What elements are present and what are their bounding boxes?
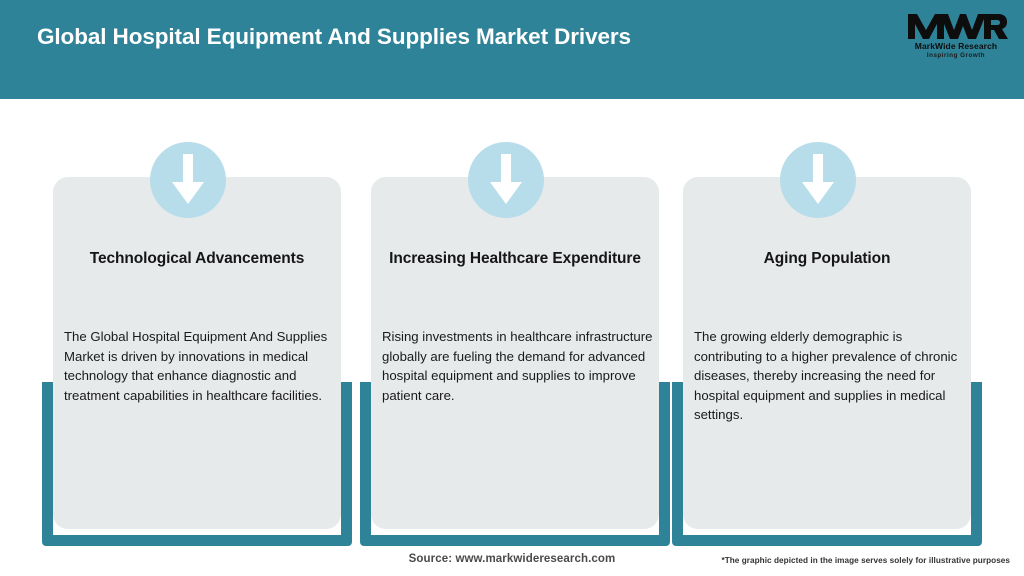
logo-tagline: Inspiring Growth xyxy=(926,52,986,59)
brand-logo: MarkWide Research Inspiring Growth xyxy=(904,8,1008,66)
card-heading: Increasing Healthcare Expenditure xyxy=(389,250,641,267)
card-panel xyxy=(53,177,341,529)
down-arrow-icon xyxy=(172,154,204,204)
down-arrow-icon xyxy=(802,154,834,204)
card-heading: Technological Advancements xyxy=(89,250,305,267)
card-icon-badge xyxy=(780,142,856,218)
card-panel xyxy=(683,177,971,529)
driver-card[interactable]: Technological Advancements The Global Ho… xyxy=(42,99,352,546)
driver-card[interactable]: Increasing Healthcare Expenditure Rising… xyxy=(360,99,670,546)
card-body-text: The growing elderly demographic is contr… xyxy=(694,329,958,423)
card-heading: Aging Population xyxy=(763,250,891,267)
disclaimer-note: *The graphic depicted in the image serve… xyxy=(721,556,1010,565)
card-icon-badge xyxy=(468,142,544,218)
drivers-card-group: Technological Advancements The Global Ho… xyxy=(0,99,1024,546)
down-arrow-icon xyxy=(490,154,522,204)
driver-card[interactable]: Aging Population The growing elderly dem… xyxy=(672,99,982,546)
card-body-text: The Global Hospital Equipment And Suppli… xyxy=(64,329,328,403)
header-bar: Global Hospital Equipment And Supplies M… xyxy=(0,0,1024,99)
mwr-logo-icon xyxy=(908,14,1008,39)
card-body-text: Rising investments in healthcare infrast… xyxy=(382,329,653,403)
logo-company-name: MarkWide Research xyxy=(914,41,998,51)
page-title: Global Hospital Equipment And Supplies M… xyxy=(37,24,631,49)
source-label: Source: www.markwideresearch.com xyxy=(408,553,616,565)
card-panel xyxy=(371,177,659,529)
card-icon-badge xyxy=(150,142,226,218)
